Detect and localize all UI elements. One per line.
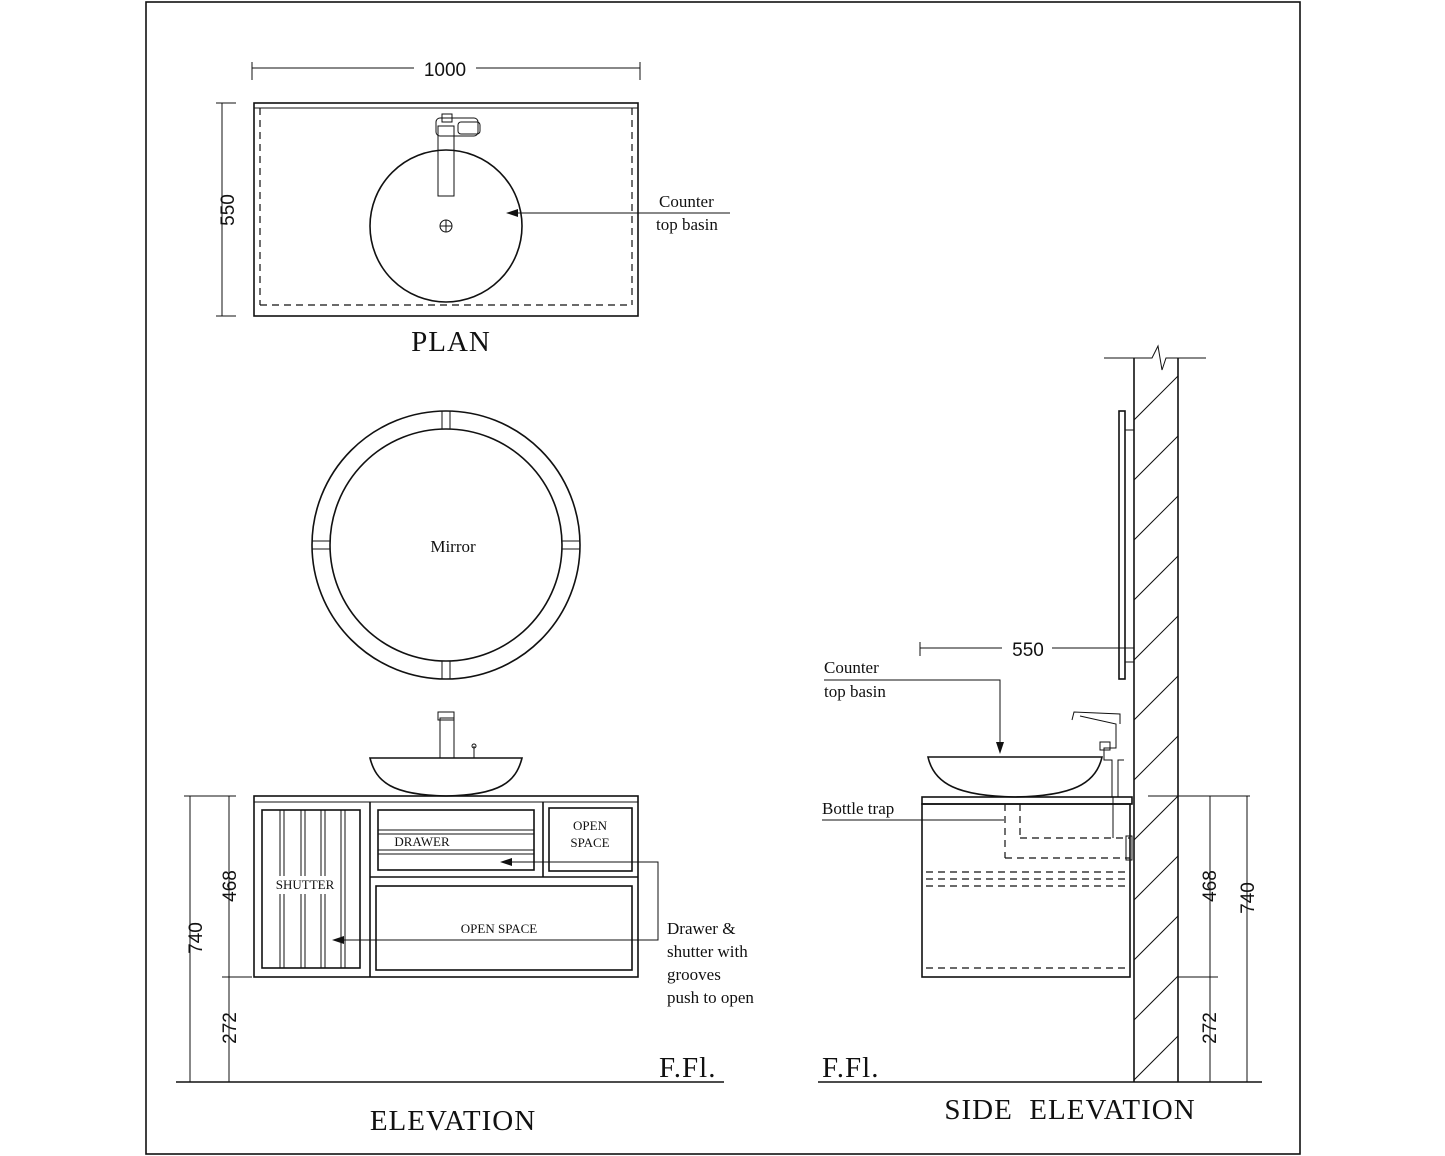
elev-dim-bottom: 272	[220, 1012, 241, 1044]
side-basin-label-1: Counter	[824, 658, 879, 677]
plan-view: 1000 550 Counter top basin PLAN	[216, 58, 730, 358]
note-line-1: Drawer &	[667, 919, 735, 938]
side-elevation-view: 550 Counter top basin B	[818, 344, 1262, 1126]
elevation-basin	[368, 757, 524, 797]
plan-width-dim: 1000	[424, 60, 466, 81]
open-space-small-label-2: SPACE	[570, 835, 609, 850]
elevation-title: ELEVATION	[370, 1105, 536, 1137]
side-faucet-icon	[1071, 711, 1124, 838]
elev-floor-label: F.Fl.	[659, 1052, 717, 1084]
note-line-2: shutter with	[667, 942, 748, 961]
shutter-label: SHUTTER	[276, 877, 335, 892]
bottle-trap-icon	[1004, 804, 1133, 861]
open-space-small	[548, 807, 633, 872]
elevation-faucet-icon	[437, 711, 477, 759]
vanity-cabinet	[253, 795, 639, 978]
elev-dim-cabinet: 468	[220, 870, 241, 902]
plan-title: PLAN	[411, 326, 491, 358]
open-space-large	[375, 885, 633, 971]
plan-basin	[369, 149, 523, 303]
sheet-border	[145, 1, 1301, 1155]
side-countertop	[921, 796, 1133, 805]
open-space-small-label-1: OPEN	[573, 818, 608, 833]
side-depth-dim: 550	[1012, 640, 1044, 661]
note-line-4: push to open	[667, 988, 754, 1007]
side-basin	[927, 756, 1103, 798]
mirror-label: Mirror	[430, 537, 476, 556]
shutter-panel	[261, 809, 361, 969]
drawer-label: DRAWER	[394, 834, 450, 849]
note-line-3: grooves	[667, 965, 721, 984]
elevation-view: Mirror SHUTTER	[176, 410, 754, 1137]
side-dim-total: 740	[1238, 882, 1259, 914]
plan-basin-label-1: Counter	[659, 192, 714, 211]
drawer-panel	[377, 809, 535, 871]
plan-countertop	[253, 102, 639, 317]
side-dim-cabinet: 468	[1200, 870, 1221, 902]
side-basin-label-2: top basin	[824, 682, 886, 701]
elev-dim-total: 740	[186, 922, 207, 954]
side-elevation-title: SIDE ELEVATION	[944, 1094, 1195, 1126]
plan-faucet-icon	[435, 113, 481, 197]
side-floor-label: F.Fl.	[822, 1052, 880, 1084]
bottle-trap-label: Bottle trap	[822, 799, 894, 818]
side-cabinet	[921, 803, 1131, 978]
mirror-side	[1118, 410, 1126, 680]
open-space-large-label: OPEN SPACE	[461, 921, 538, 936]
side-dim-bottom: 272	[1200, 1012, 1221, 1044]
round-mirror: Mirror	[311, 410, 581, 680]
plan-depth-dim: 550	[218, 194, 239, 226]
plan-basin-label-2: top basin	[656, 215, 718, 234]
